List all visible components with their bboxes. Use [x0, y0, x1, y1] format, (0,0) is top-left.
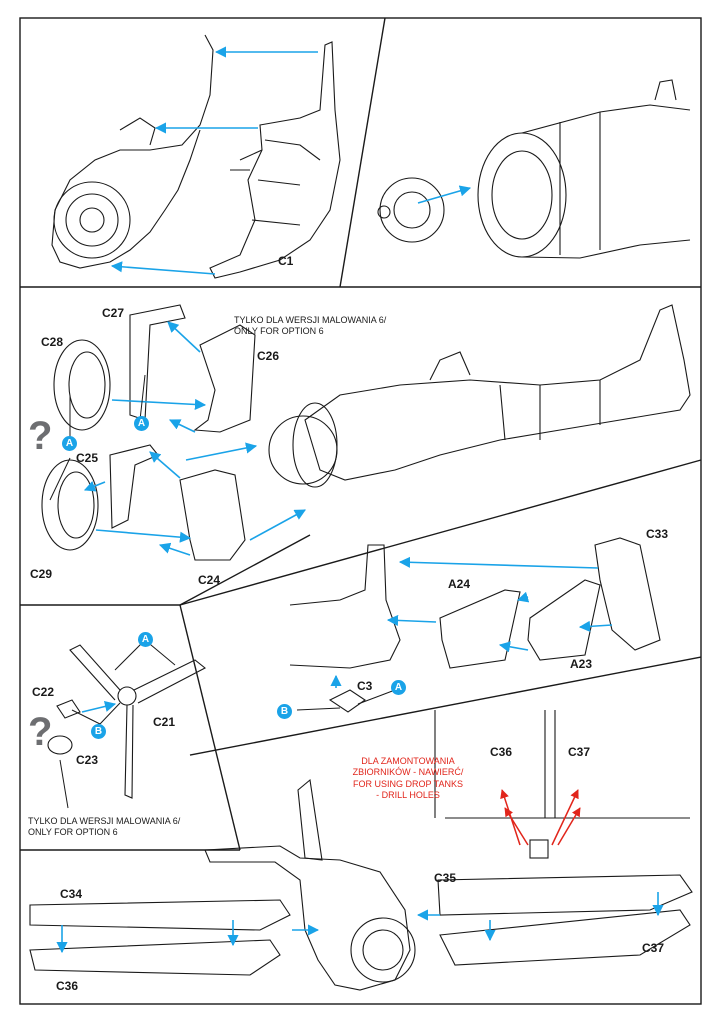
callout-badge-b: B [277, 704, 292, 719]
assembly-arrows [56, 46, 664, 954]
part-label-c36: C36 [56, 979, 79, 993]
option-note-cowl: TYLKO DLA WERSJI MALOWANIA 6/ ONLY FOR O… [234, 315, 387, 337]
callout-badge-a: A [134, 416, 149, 431]
part-label-c29: C29 [30, 567, 53, 581]
question-mark-icon: ? [28, 414, 53, 458]
part-label-c27: C27 [102, 306, 125, 320]
part-label-c37-detail: C37 [568, 745, 591, 759]
part-label-c37: C37 [642, 941, 665, 955]
drop-tank-drill-note: DLA ZAMONTOWANIA ZBIORNIKÓW - NAWIERĆ/ F… [352, 756, 464, 800]
part-label-c34: C34 [60, 887, 83, 901]
drill-hole-indicators [500, 789, 581, 846]
part-label-c23: C23 [76, 753, 99, 767]
part-label-c3: C3 [357, 679, 373, 693]
engine-cowl-illustration [377, 79, 691, 259]
part-label-c36-detail: C36 [490, 745, 513, 759]
part-label-c26: C26 [257, 349, 280, 363]
part-label-a23: A23 [570, 657, 593, 671]
part-label-c28: C28 [41, 335, 64, 349]
tail-stabilizer-illustration [289, 537, 661, 713]
part-label-c21: C21 [153, 715, 176, 729]
propeller-illustration [47, 644, 207, 799]
callout-badge-a: A [62, 436, 77, 451]
callout-badge-b: B [91, 724, 106, 739]
part-label-c1: C1 [278, 254, 294, 268]
wing-assembly-illustration [29, 710, 693, 991]
callout-badge-a: A [138, 632, 153, 647]
fuselage-halves-illustration [51, 34, 341, 279]
part-label-c24: C24 [198, 573, 221, 587]
option-note-propeller: TYLKO DLA WERSJI MALOWANIA 6/ ONLY FOR O… [28, 816, 181, 838]
part-label-c33: C33 [646, 527, 669, 541]
cowl-flaps-illustration [41, 304, 691, 561]
part-label-a24: A24 [448, 577, 471, 591]
part-label-c35: C35 [434, 871, 457, 885]
panel-frames [19, 17, 702, 1005]
leader-lines [49, 374, 396, 809]
part-label-c22: C22 [32, 685, 55, 699]
part-label-c25: C25 [76, 451, 99, 465]
question-mark-icon: ? [28, 710, 53, 754]
callout-badge-a: A [391, 680, 406, 695]
